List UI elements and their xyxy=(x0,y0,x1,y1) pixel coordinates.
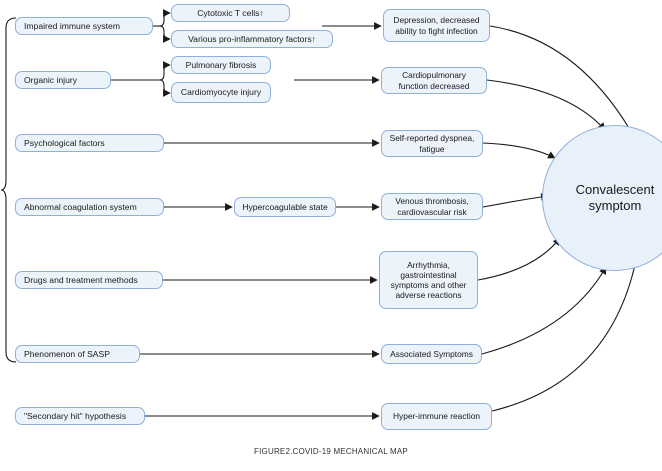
edge-hyperimmune-to-outcome xyxy=(491,237,643,412)
effect-hyper-immune: Hyper-immune reaction xyxy=(381,403,492,430)
figure-caption: FIGURE2.COVID-19 MECHANICAL MAP xyxy=(254,447,408,456)
effect-associated-symptoms: Associated Symptoms xyxy=(381,344,482,364)
edge-organic-to-cardiomyocyte xyxy=(159,79,171,97)
outcome-convalescent-symptom: Convalescent symptom xyxy=(542,125,662,271)
edge-dyspnea-to-outcome xyxy=(482,142,556,159)
cause-secondary-hit: "Secondary hit" hypothesis xyxy=(15,407,145,425)
cause-organic-injury: Organic injury xyxy=(15,71,111,89)
mid-pulmonary-fibrosis: Pulmonary fibrosis xyxy=(171,56,271,74)
effect-dyspnea-fatigue: Self-reported dyspnea, fatigue xyxy=(381,130,483,157)
mid-hypercoagulable-state: Hypercoagulable state xyxy=(234,197,336,217)
edge-immune-to-inflammatory xyxy=(159,25,171,43)
edge-immune-to-tcells xyxy=(159,9,171,27)
cause-psychological-factors: Psychological factors xyxy=(15,134,164,152)
mid-pro-inflammatory-factors: Various pro-inflammatory factors↑ xyxy=(171,30,333,48)
mid-cardiomyocyte-injury: Cardiomyocyte injury xyxy=(171,82,271,103)
cause-abnormal-coagulation: Abnormal coagulation system xyxy=(15,198,164,216)
effect-depression: Depression, decreased ability to fight i… xyxy=(383,9,490,42)
grouping-brace xyxy=(0,17,17,363)
mid-cytotoxic-t-cells: Cytotoxic T cells↑ xyxy=(171,4,290,22)
cause-impaired-immune-system: Impaired immune system xyxy=(15,17,153,35)
edge-depression-to-outcome xyxy=(489,25,637,141)
cause-drugs-and-treatment: Drugs and treatment methods xyxy=(15,271,163,289)
effect-arrhythmia: Arrhythmia, gastrointestinal symptoms an… xyxy=(379,251,478,309)
cause-phenomenon-of-sasp: Phenomenon of SASP xyxy=(15,345,140,363)
edge-organic-to-fibrosis xyxy=(159,61,171,81)
effect-cardiopulmonary: Cardiopulmonary function decreased xyxy=(381,67,487,94)
edge-associated-to-outcome xyxy=(481,266,607,355)
edge-thrombosis-to-outcome xyxy=(482,193,549,208)
edge-arrhythmia-to-outcome xyxy=(477,237,561,281)
edge-cardiopulmonary-to-outcome xyxy=(486,79,606,131)
effect-venous-thrombosis: Venous thrombosis, cardiovascular risk xyxy=(381,193,483,220)
